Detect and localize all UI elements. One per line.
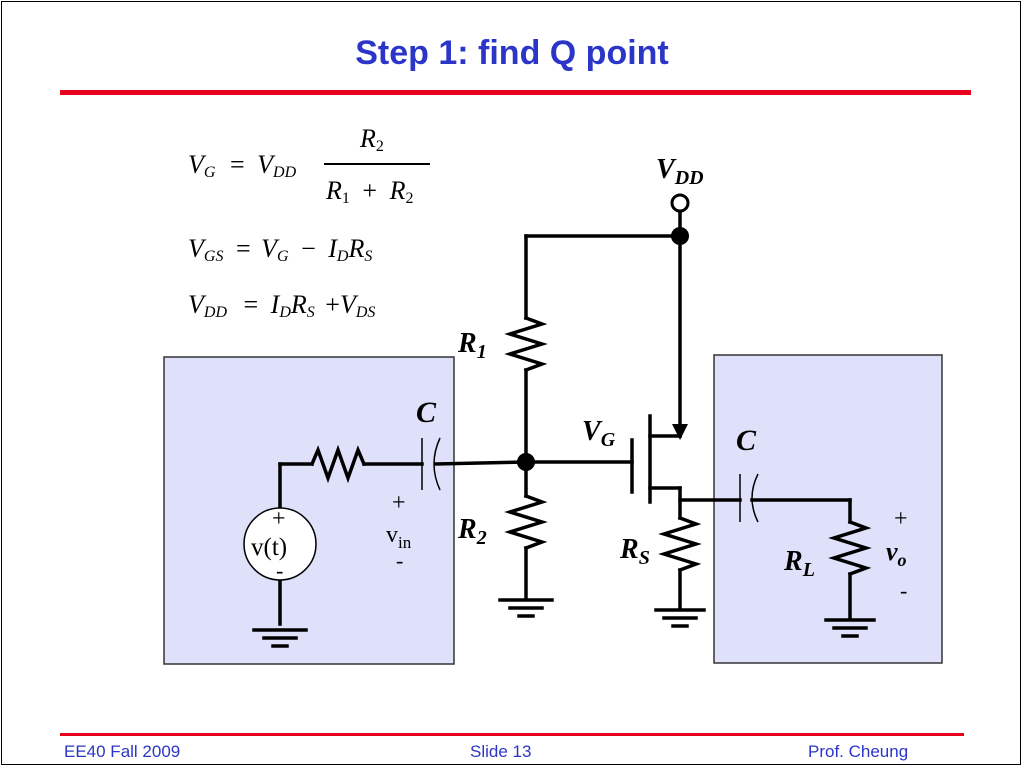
label-rl: RL xyxy=(783,546,815,581)
input-source-box xyxy=(163,356,455,665)
label-c-out: C xyxy=(736,424,757,457)
vo-minus: - xyxy=(900,578,907,603)
slide-title: Step 1: find Q point xyxy=(355,34,669,72)
source-label: v(t) xyxy=(251,534,287,561)
label-rs: RS xyxy=(619,534,650,569)
footer-author: Prof. Cheung xyxy=(808,742,909,761)
label-vdd: VDD xyxy=(656,154,704,189)
footer-course: EE40 Fall 2009 xyxy=(64,742,181,761)
node-top xyxy=(671,227,689,245)
vin-label: vin xyxy=(386,522,412,552)
footer-slide-number: Slide 13 xyxy=(470,742,532,761)
vo-label: vo xyxy=(886,537,907,570)
node-gate xyxy=(517,453,535,471)
equation-vg: VG = VDD xyxy=(188,150,297,181)
rl-resistor xyxy=(828,519,872,577)
vin-plus: + xyxy=(392,490,406,516)
drain-arrow xyxy=(672,424,688,440)
r1-resistor xyxy=(504,315,548,373)
vin-minus: - xyxy=(396,548,403,573)
label-r2: R2 xyxy=(457,514,487,549)
fraction-bar xyxy=(324,163,430,165)
input-capacitor xyxy=(421,437,441,491)
vo-plus: + xyxy=(894,506,908,532)
rs-resistor xyxy=(658,515,702,573)
output-capacitor xyxy=(739,473,759,523)
vdd-terminal xyxy=(670,193,690,213)
title-divider xyxy=(60,90,971,95)
source-minus: - xyxy=(276,558,283,583)
equation-vdd: VDD = IDRS +VDS xyxy=(188,290,376,321)
source-resistor xyxy=(309,444,367,484)
fraction-denominator: R1 + R2 xyxy=(326,176,414,207)
fraction-numerator: R2 xyxy=(360,124,384,155)
label-vg: VG xyxy=(582,416,616,451)
footer-divider xyxy=(60,733,964,736)
voltage-source xyxy=(243,507,317,581)
equation-vgs: VGS = VG − IDRS xyxy=(188,234,373,265)
input-coupling-wire xyxy=(434,460,528,466)
r2-resistor xyxy=(504,493,548,551)
label-c-in: C xyxy=(416,396,437,429)
output-load-box xyxy=(713,354,943,664)
label-r1: R1 xyxy=(457,328,487,363)
source-plus: + xyxy=(272,506,286,532)
